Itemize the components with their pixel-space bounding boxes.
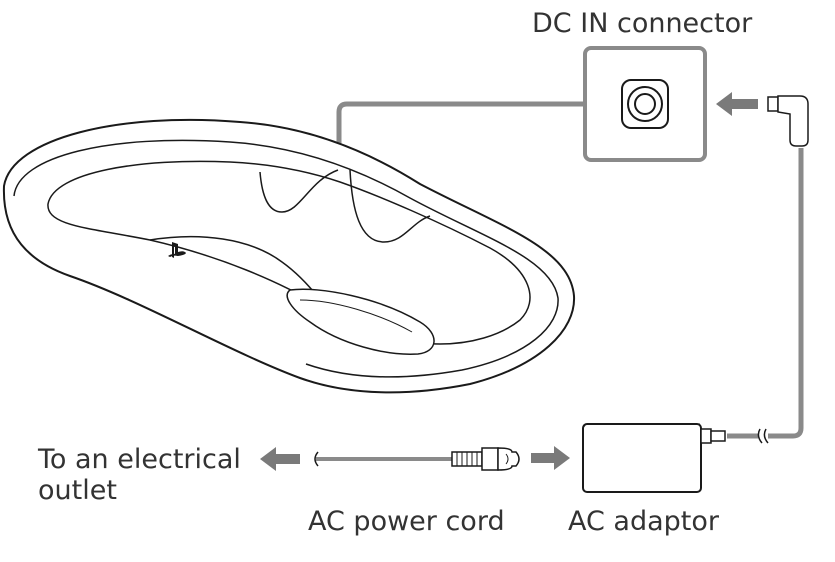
ac-adaptor-label: AC adaptor [568,506,720,537]
front-slot-opening [286,288,435,355]
dc-in-connector-box [583,46,707,162]
station-to-connector-cable [336,101,585,158]
charging-station [2,118,576,394]
front-slot-inner [299,299,413,333]
controller-slot-ridge [259,169,339,213]
ac-adaptor-strain-relief [700,428,712,444]
dc-cable [768,148,804,439]
arrow-to-outlet-icon [260,447,300,471]
dc-in-connector-label: DC IN connector [532,8,753,39]
ac-adaptor-body [582,423,702,493]
cable-break-icon [757,428,769,444]
ac-adaptor-unit [582,423,726,493]
arrow-into-adaptor-icon [531,446,570,470]
station-rim [13,139,559,378]
ac-adaptor-edge [582,423,700,429]
playstation-logo-icon [168,242,186,258]
ac-adaptor-strain-relief-2 [710,430,726,442]
cord-break-icon [314,451,319,467]
controller-slot-ridge-2 [349,169,431,243]
electrical-outlet-label-line2: outlet [38,475,117,506]
ac-cord-plug-icon [451,447,520,471]
ac-power-cord-label: AC power cord [308,506,505,537]
station-inner-tray [47,160,531,345]
arrow-into-dc-in-icon [716,92,758,116]
dc-plug-icon [767,95,809,147]
electrical-outlet-label-line1: To an electrical [37,444,241,475]
dc-in-port-ring-inner [634,93,656,115]
dc-in-port-ring-outer [627,86,663,122]
